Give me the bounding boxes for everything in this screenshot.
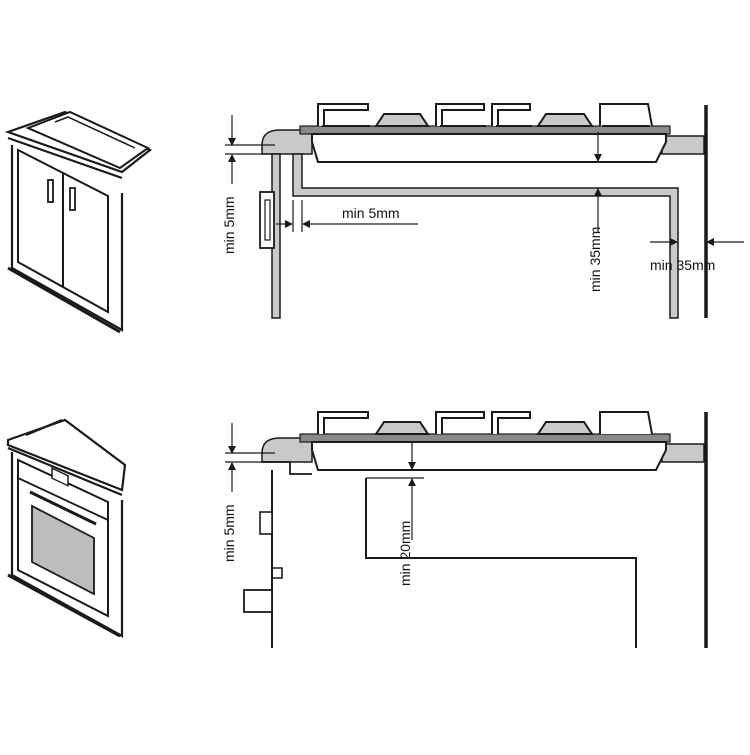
dim-side-gap [276,200,418,232]
label-wall-gap: min 35mm [650,257,715,273]
worktop-right [661,443,705,463]
oven-body [365,478,637,648]
worktop-right [661,135,705,155]
bottom-section-view: min 5mm min 20mm [221,411,708,648]
label-depth-gap: min 20mm [397,521,413,586]
inner-shelf [292,153,679,319]
label-depth-gap: min 35mm [587,227,603,292]
hob-plate [299,433,671,443]
pan-supports [317,411,653,435]
pan-supports [317,103,653,127]
hob-plate [299,125,671,135]
oven-cabinet-isometric [6,418,127,638]
label-left-gap: min 5mm [221,196,237,254]
dim-left-gap [225,115,275,184]
hob-body [311,133,667,163]
label-left-gap: min 5mm [221,504,237,562]
top-section-view: min 5mm min 5mm min 35mm min 35mm [221,103,744,319]
cabinet-isometric [4,110,153,334]
oven-control [259,511,273,535]
hob-body [311,441,667,471]
dim-left-gap [225,423,275,492]
oven-handle [243,589,273,613]
label-side-gap: min 5mm [342,205,400,221]
dim-depth-gap [366,442,424,540]
